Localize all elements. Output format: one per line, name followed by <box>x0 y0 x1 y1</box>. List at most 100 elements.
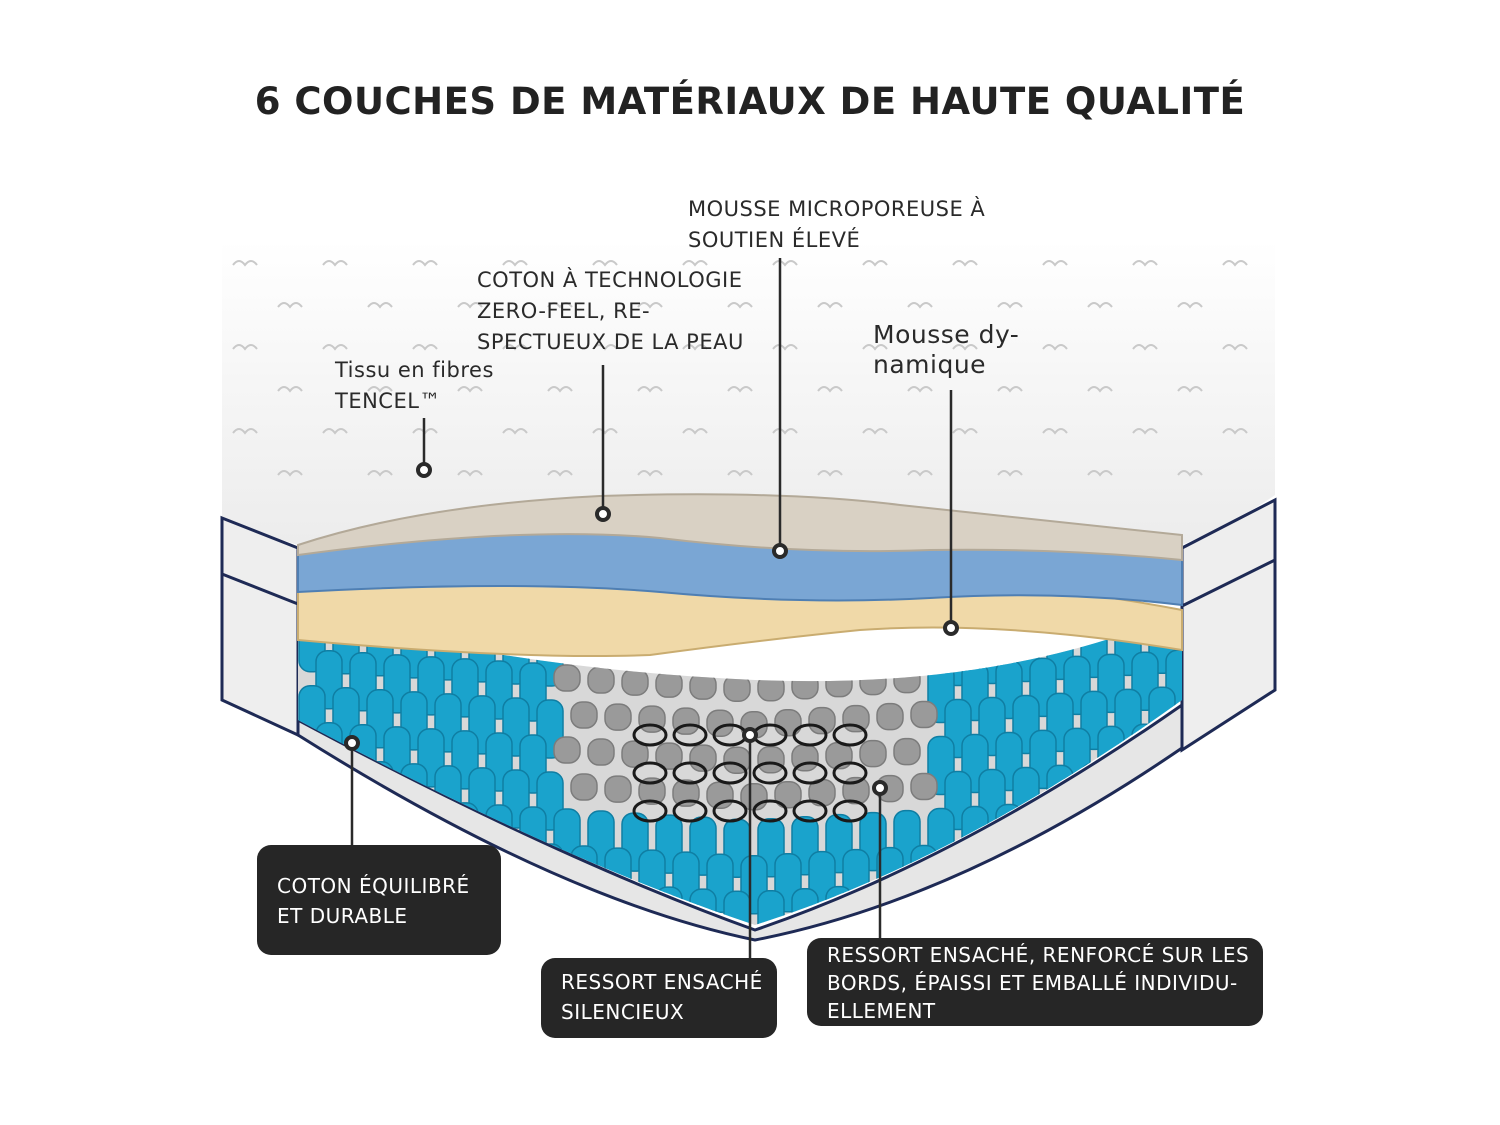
center-spring <box>791 671 819 700</box>
center-spring <box>876 702 904 731</box>
center-spring <box>757 673 785 702</box>
center-spring <box>893 737 921 766</box>
quilt-stitch <box>1132 428 1158 435</box>
center-spring <box>893 665 921 694</box>
coil-spring <box>792 761 828 785</box>
quilt-stitch <box>637 386 663 393</box>
coil-spring <box>672 723 708 747</box>
quilt-stitch <box>322 428 348 435</box>
center-spring <box>604 775 632 803</box>
center-spring <box>570 701 598 729</box>
quilt-stitch <box>1222 260 1248 267</box>
quilt-stitch <box>1087 302 1113 309</box>
quilt-stitch <box>727 386 753 393</box>
coil-spring <box>832 761 868 785</box>
quilt-stitch <box>907 470 933 477</box>
center-spring <box>910 772 938 801</box>
label-box-balanced-cotton: COTON ÉQUILIBRÉ ET DURABLE <box>257 845 501 955</box>
quilt-stitch <box>232 344 258 351</box>
edge-spring <box>1131 867 1159 925</box>
coil-spring <box>712 761 748 785</box>
edge-spring <box>995 875 1023 925</box>
quilt-stitch <box>592 428 618 435</box>
callout-dots <box>344 462 959 796</box>
quilt-stitch <box>772 260 798 267</box>
quilt-stitch <box>727 470 753 477</box>
coil-spring <box>752 761 788 785</box>
quilt-stitch <box>682 344 708 351</box>
quilt-stitch <box>232 260 258 267</box>
quilt-stitch <box>412 260 438 267</box>
edge-spring <box>1029 873 1057 925</box>
quilt-stitch <box>952 344 978 351</box>
quilt-stitch <box>637 302 663 309</box>
center-spring <box>825 669 853 698</box>
quilt-stitch <box>1087 386 1113 393</box>
edge-spring <box>1080 834 1108 895</box>
edge-spring <box>1063 871 1091 925</box>
center-spring <box>757 745 785 774</box>
quilt-stitch <box>232 428 258 435</box>
quilt-stitch <box>817 470 843 477</box>
center-spring <box>842 704 870 733</box>
edge-spring <box>1148 830 1176 891</box>
quilt-stitch <box>637 470 663 477</box>
center-spring <box>774 636 802 665</box>
quilt-stitch <box>1177 386 1203 393</box>
quilt-stitch <box>1222 428 1248 435</box>
quilt-stitch <box>1042 428 1068 435</box>
center-spring <box>723 674 751 702</box>
center-spring <box>774 708 802 737</box>
quilt-stitch <box>367 386 393 393</box>
label-microporous: MOUSSE MICROPOREUSE À SOUTIEN ÉLEVÉ <box>688 197 986 252</box>
quilt-stitch <box>817 386 843 393</box>
center-spring <box>859 739 887 768</box>
quilt-stitch <box>457 386 483 393</box>
coil-spring <box>832 723 868 747</box>
quilt-stitch <box>547 470 573 477</box>
quilt-stitch <box>322 260 348 267</box>
quilt-stitch <box>547 386 573 393</box>
quilt-stitch <box>997 386 1023 393</box>
edge-spring <box>961 877 989 925</box>
coil-spring <box>632 761 668 785</box>
label-tencel: Tissu en fibres TENCEL™ <box>335 358 494 413</box>
quilt-stitch <box>997 302 1023 309</box>
coil-spring <box>792 723 828 747</box>
quilt-stitch <box>772 344 798 351</box>
coil-spring <box>672 799 708 823</box>
quilt-stitch <box>502 428 528 435</box>
quilt-stitch <box>952 260 978 267</box>
quilt-stitch <box>682 428 708 435</box>
quilt-stitch <box>952 428 978 435</box>
center-spring <box>570 773 598 801</box>
label-box-edge-spring: RESSORT ENSACHÉ, RENFORCÉ SUR LES BORDS,… <box>807 938 1263 1026</box>
quilt-stitch <box>727 302 753 309</box>
cotton-tech-layer <box>297 493 1183 562</box>
edge-spring <box>1114 832 1142 893</box>
edge-spring <box>298 756 326 817</box>
coil-spring <box>632 799 668 823</box>
center-spring <box>706 709 734 737</box>
quilt-stitch <box>682 260 708 267</box>
center-spring <box>689 672 717 700</box>
quilt-stitch <box>1132 260 1158 267</box>
center-spring <box>604 703 632 731</box>
coil-spring <box>792 799 828 823</box>
label-box-silent-spring: RESSORT ENSACHÉ SILENCIEUX <box>541 958 777 1038</box>
center-spring <box>774 780 802 809</box>
label-dynamic-foam: Mousse dy- namique <box>873 320 1020 379</box>
quilt-pattern <box>232 260 1248 477</box>
quilt-stitch <box>817 302 843 309</box>
quilt-stitch <box>412 344 438 351</box>
quilt-stitch <box>592 344 618 351</box>
center-spring <box>842 632 870 661</box>
center-spring <box>876 630 904 659</box>
center-spring <box>655 742 683 770</box>
quilt-stitch <box>367 302 393 309</box>
edge-spring <box>1165 865 1182 925</box>
quilt-stitch <box>277 470 303 477</box>
mattress-top-cover <box>222 240 1275 545</box>
coil-spring <box>632 723 668 747</box>
edge-spring <box>1165 793 1182 854</box>
